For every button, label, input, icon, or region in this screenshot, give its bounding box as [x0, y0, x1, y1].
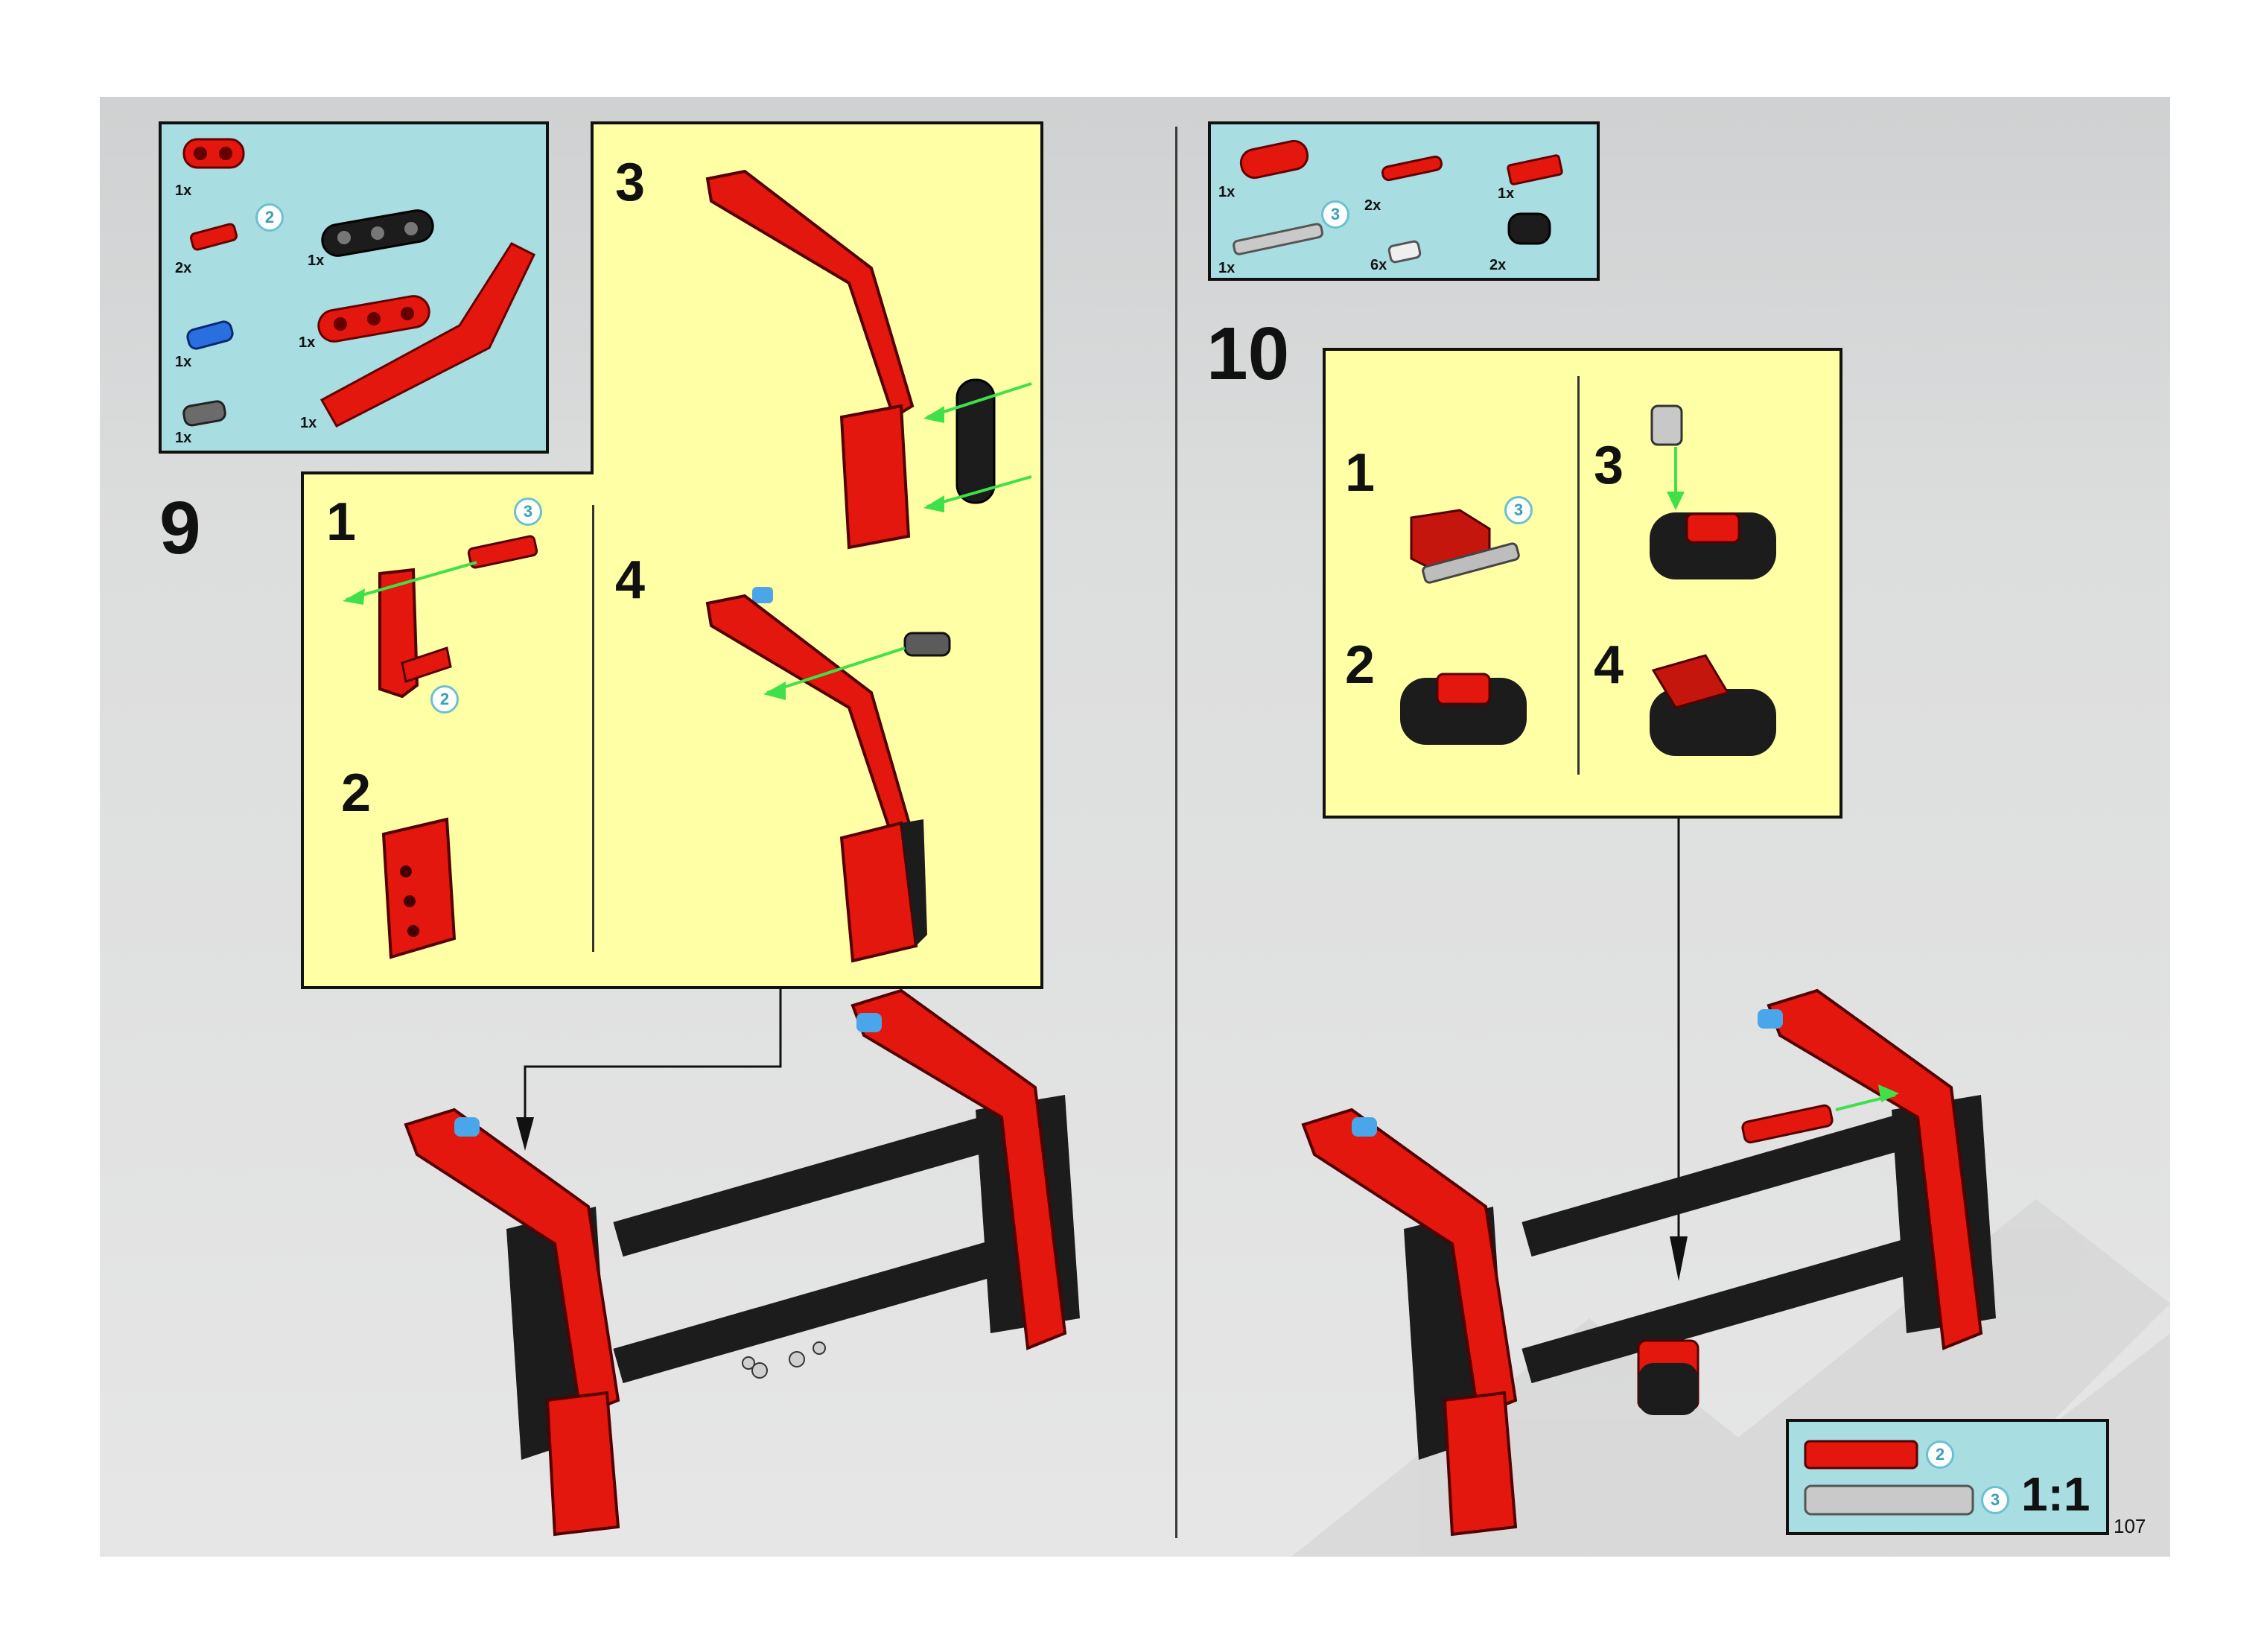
page-number: 107 — [2114, 1515, 2146, 1538]
callout-badge: 2 — [1926, 1440, 1954, 1469]
scale-reference-box: 2 3 1:1 — [1786, 1419, 2109, 1535]
callout-badge: 3 — [1981, 1486, 2009, 1514]
scale-label: 1:1 — [2021, 1467, 2090, 1522]
